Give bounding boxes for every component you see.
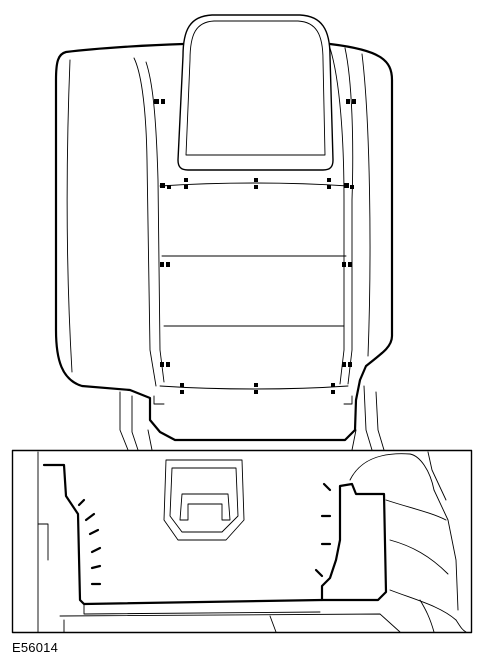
headrest <box>177 14 334 171</box>
seat-backrest <box>54 14 394 451</box>
seat-frame <box>119 385 385 451</box>
figure-caption: E56014 <box>12 640 59 655</box>
release-marks <box>77 482 332 586</box>
detail-inset <box>11 449 473 634</box>
retainer-hook <box>163 459 245 541</box>
retainer-clips <box>154 99 356 394</box>
backrest-outer-outline <box>54 42 394 442</box>
